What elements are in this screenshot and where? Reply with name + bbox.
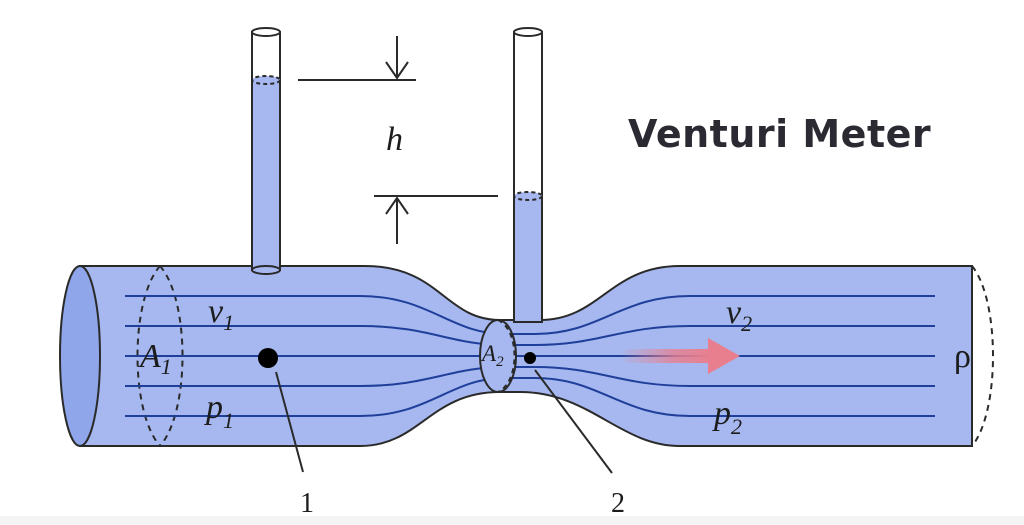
- pressure-1-label: p1: [204, 389, 234, 433]
- point-2-leader: [534, 369, 613, 474]
- height-indicator: [298, 36, 498, 244]
- area-1-label: A1: [138, 338, 172, 379]
- density-label: ρ: [954, 338, 971, 375]
- point-2-number: 2: [611, 488, 625, 519]
- outlet-cross-section: [971, 265, 994, 447]
- point-1-leader: [275, 371, 304, 473]
- piezometer-tube-2: [513, 27, 543, 323]
- streamline: [125, 366, 935, 387]
- streamline: [125, 325, 935, 346]
- cross-section-a1: [159, 265, 184, 447]
- streamline: [125, 295, 935, 335]
- bottom-band: [0, 516, 1024, 525]
- velocity-1-label: v1: [208, 293, 234, 335]
- velocity-2-label: v2: [726, 294, 752, 336]
- point-2-marker: [524, 352, 536, 364]
- point-1-number: 1: [300, 488, 314, 519]
- flow-direction-arrow: [620, 338, 740, 374]
- streamline: [125, 377, 935, 417]
- height-label: h: [386, 121, 403, 158]
- area-2-label: A2: [480, 341, 504, 370]
- point-1-marker: [258, 348, 278, 368]
- pressure-2-label: p2: [712, 395, 742, 439]
- inlet-end-cap: [59, 265, 101, 447]
- piezometer-tube-1: [251, 27, 281, 275]
- diagram-title: Venturi Meter: [628, 112, 932, 156]
